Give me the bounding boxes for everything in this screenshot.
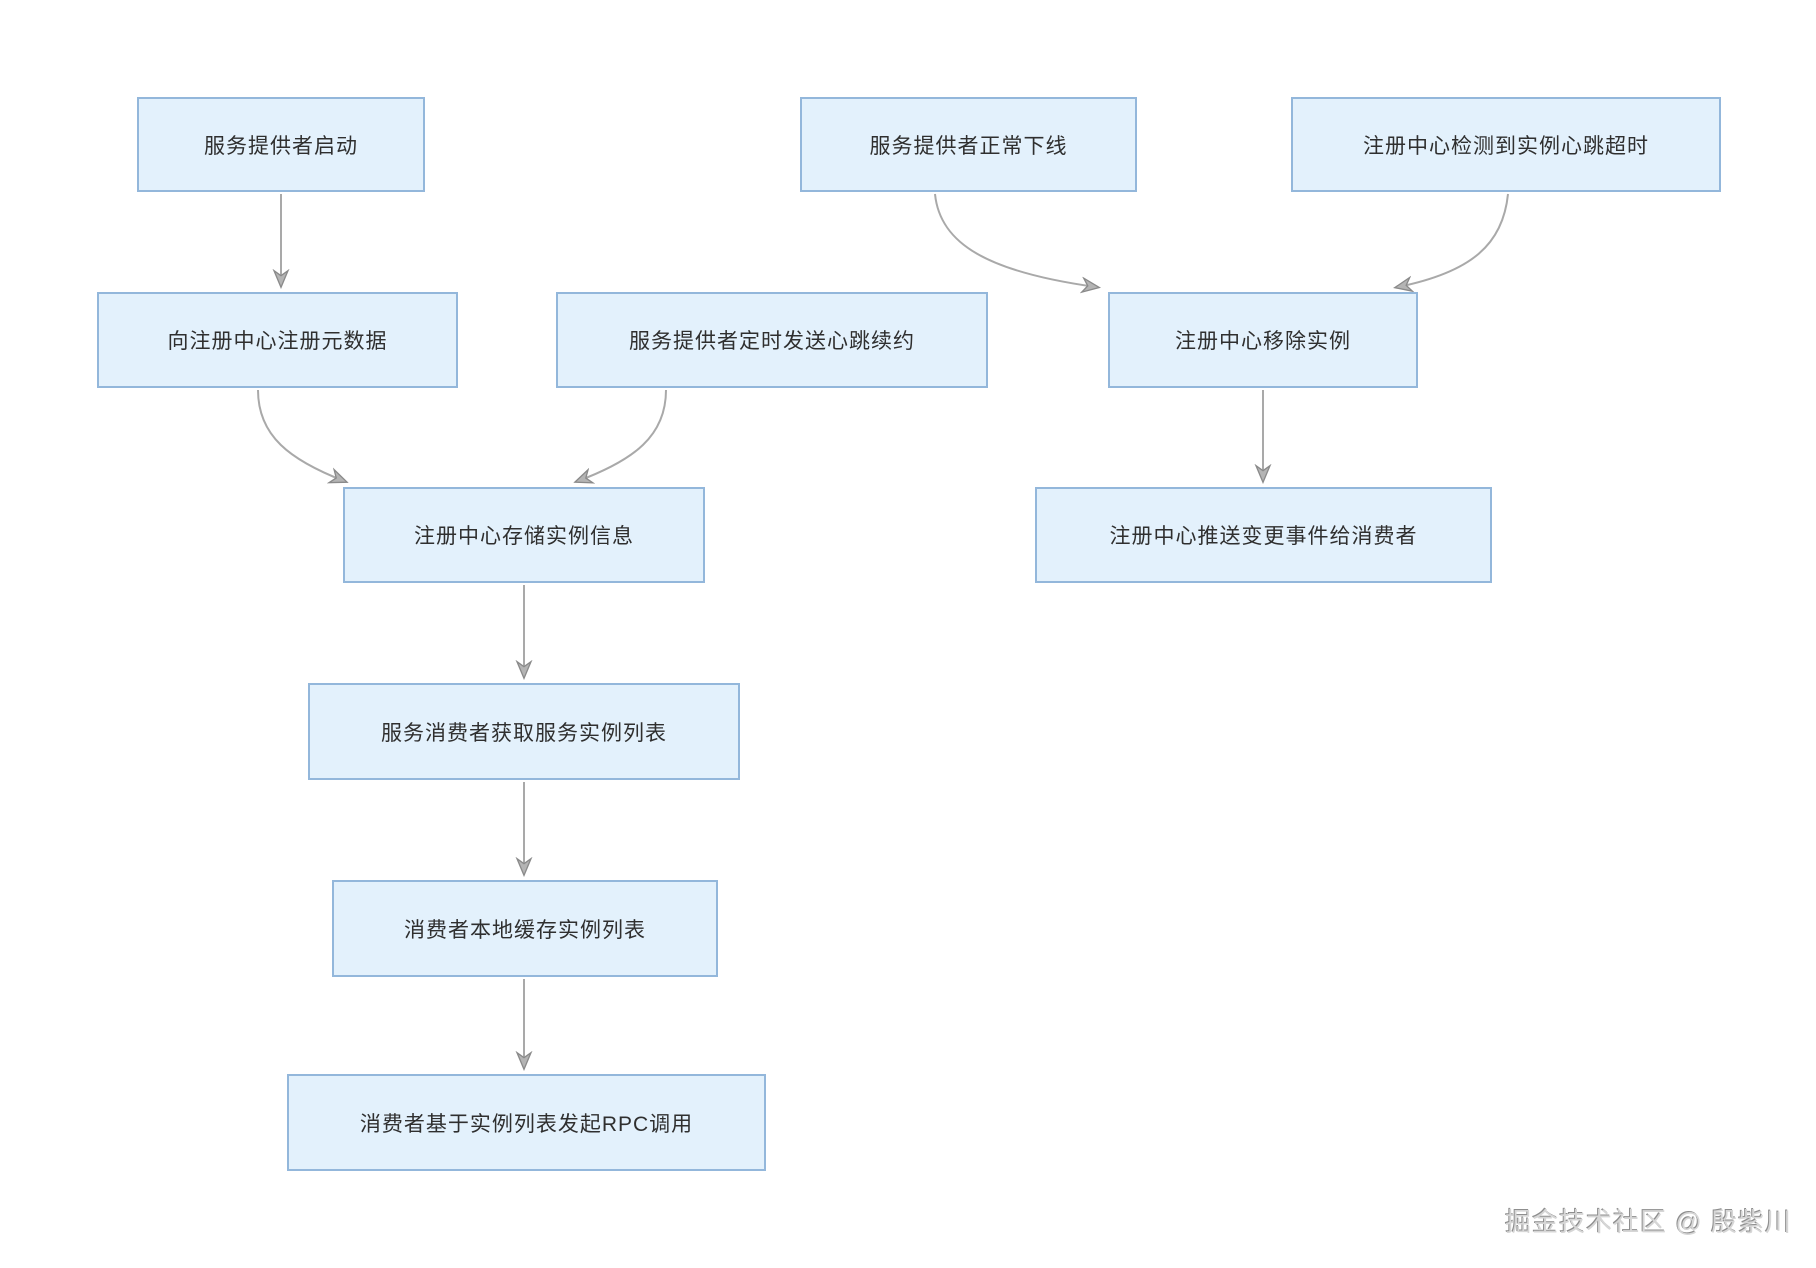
- node-remove-instance: 注册中心移除实例: [1108, 292, 1418, 388]
- node-provider-start: 服务提供者启动: [137, 97, 425, 192]
- node-fetch-instance-list: 服务消费者获取服务实例列表: [308, 683, 740, 780]
- node-store-instance: 注册中心存储实例信息: [343, 487, 705, 583]
- arrow-register-metadata-to-store-instance: [257, 389, 344, 481]
- arrow-provider-offline-to-remove-instance: [934, 193, 1096, 287]
- node-push-change-event: 注册中心推送变更事件给消费者: [1035, 487, 1492, 583]
- arrow-heartbeat-timeout-to-remove-instance: [1398, 193, 1509, 287]
- node-cache-instance-list: 消费者本地缓存实例列表: [332, 880, 718, 977]
- arrow-heartbeat-renew-to-store-instance: [578, 389, 667, 481]
- node-heartbeat-timeout: 注册中心检测到实例心跳超时: [1291, 97, 1721, 192]
- node-heartbeat-renew: 服务提供者定时发送心跳续约: [556, 292, 988, 388]
- node-provider-offline: 服务提供者正常下线: [800, 97, 1137, 192]
- node-register-metadata: 向注册中心注册元数据: [97, 292, 458, 388]
- node-rpc-call: 消费者基于实例列表发起RPC调用: [287, 1074, 766, 1171]
- watermark-text: 掘金技术社区 @ 殷紫川: [1505, 1207, 1792, 1237]
